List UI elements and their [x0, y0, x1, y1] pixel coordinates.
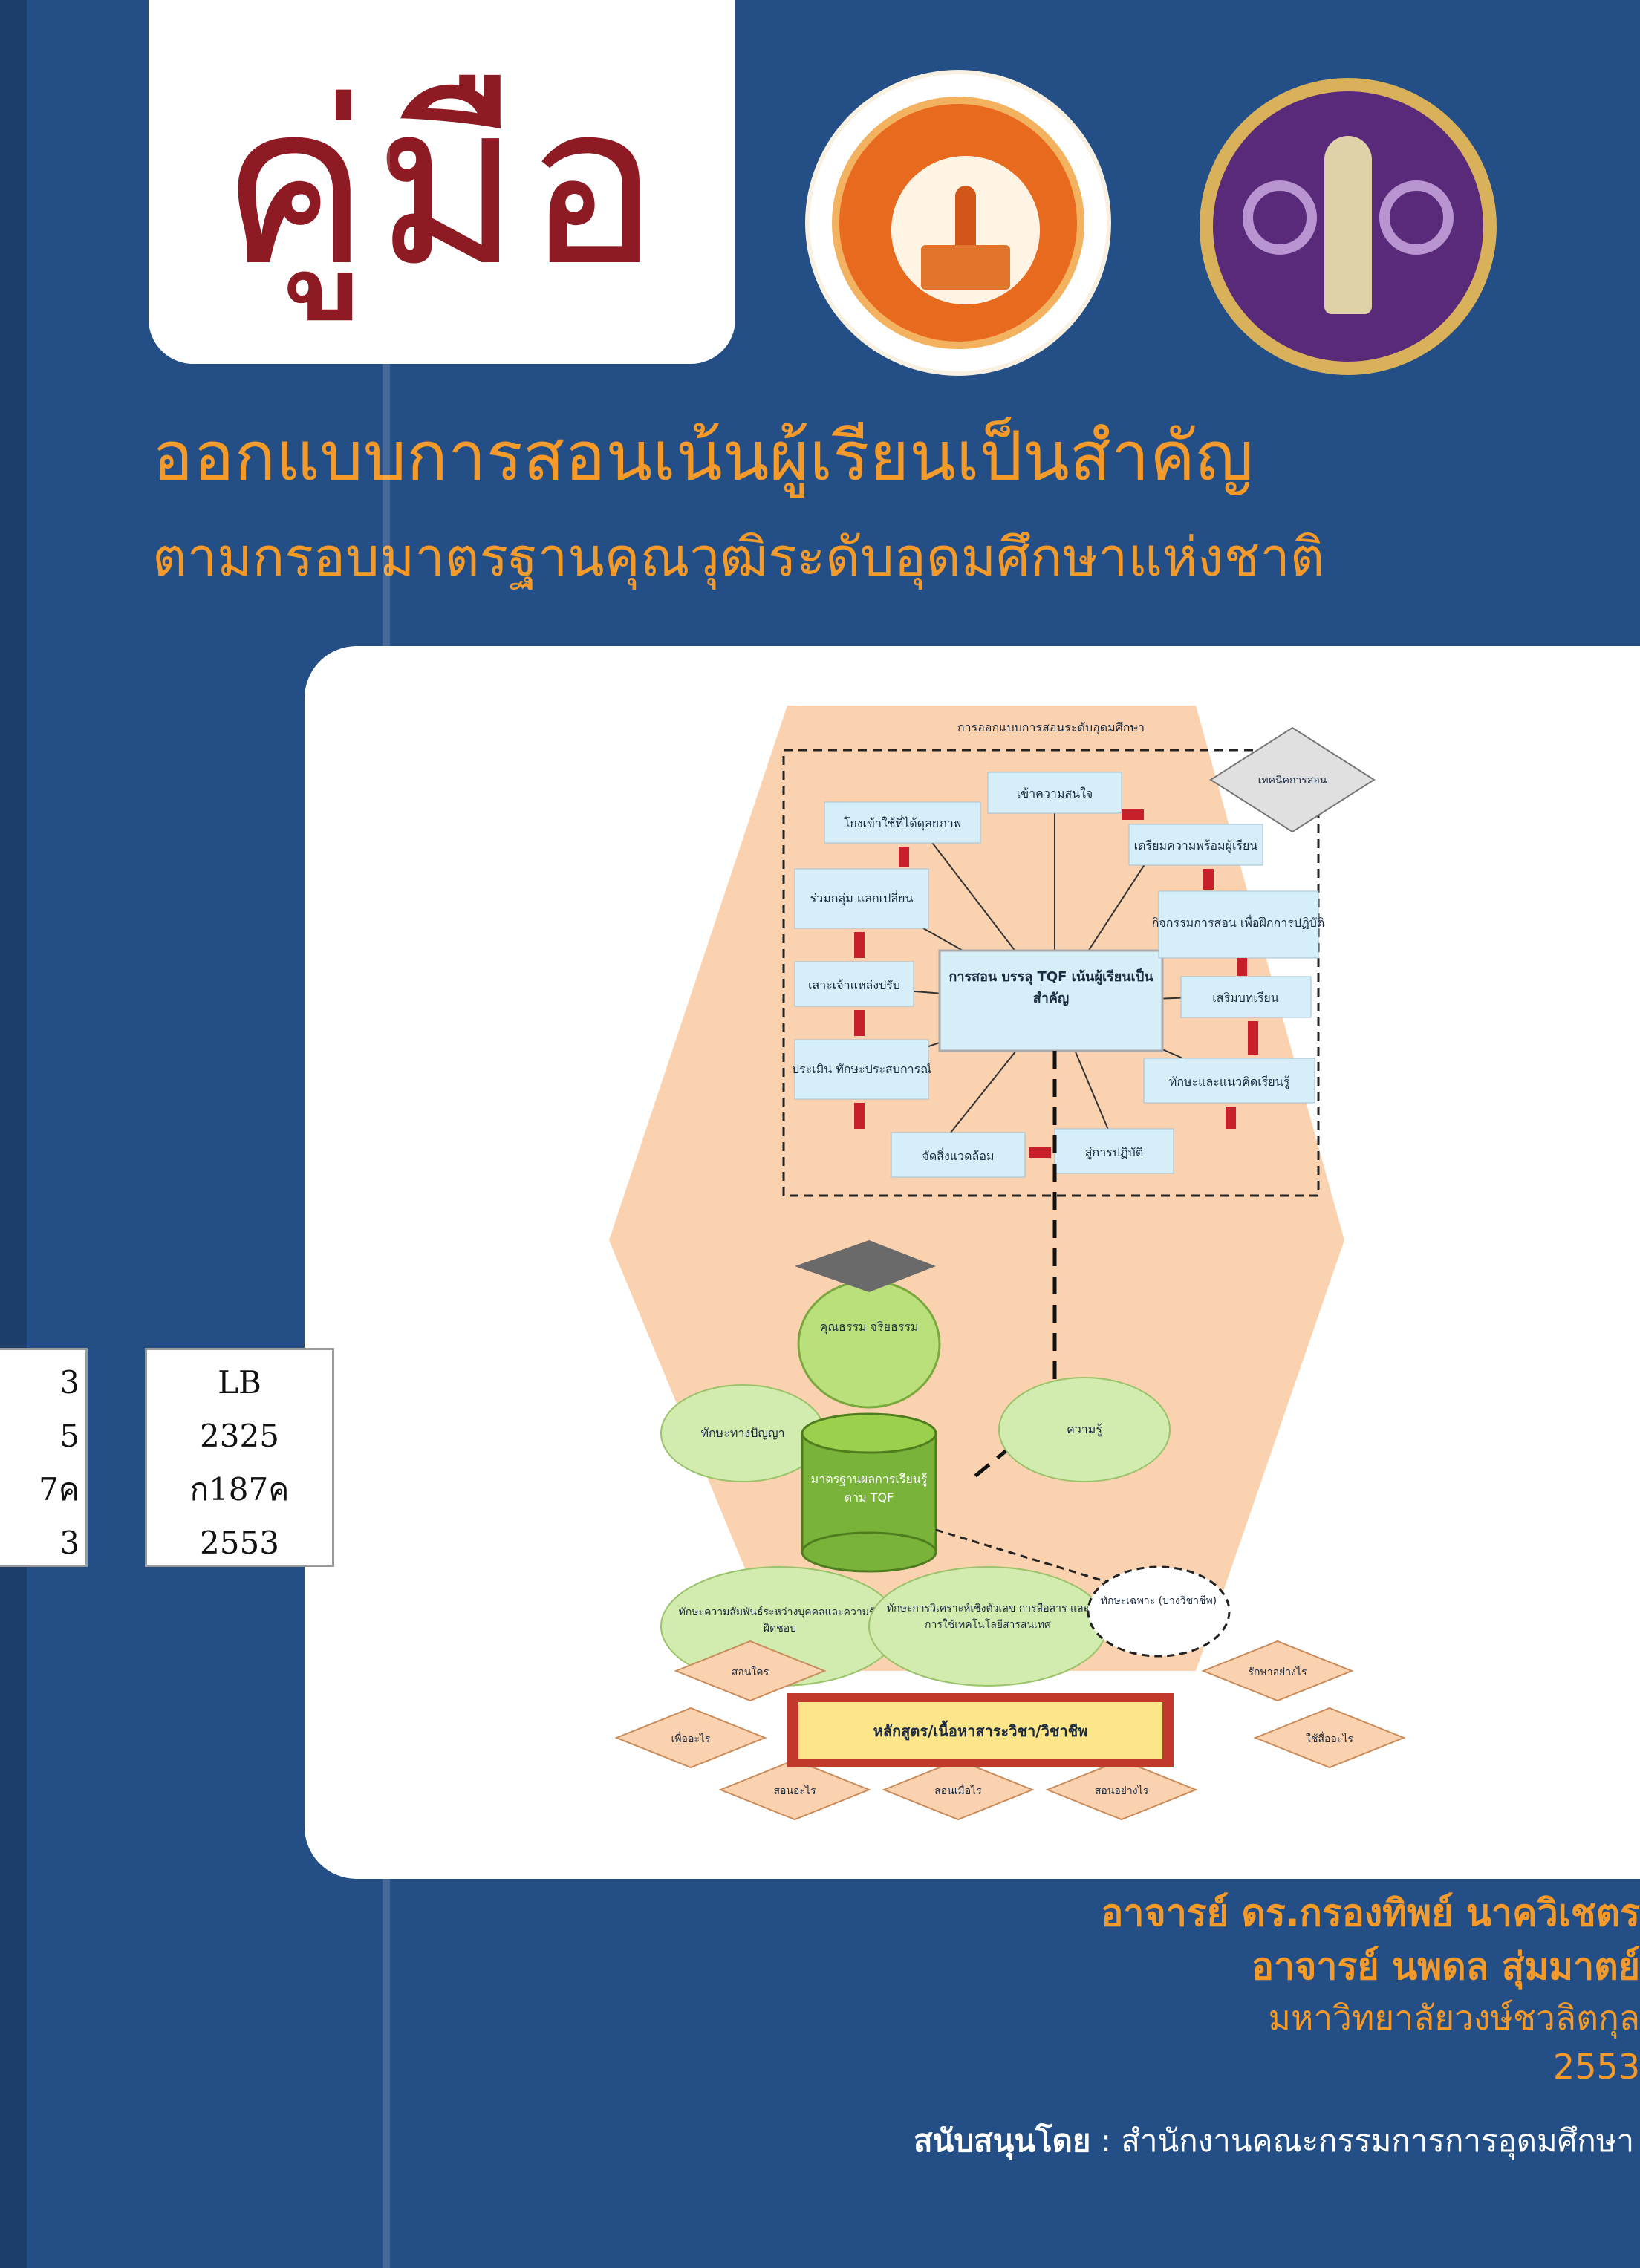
center-label: การสอน บรรลุ TQF เน้นผู้เรียนเป็นสำคัญ	[948, 969, 1153, 1006]
cycle-node: สู่การปฏิบัติ	[1085, 1145, 1143, 1160]
author-block: อาจารย์ ดร.กรองทิพย์ นาควิเชตร อาจารย์ น…	[817, 1886, 1640, 2091]
learner-head-label: คุณธรรม จริยธรรม	[819, 1320, 919, 1334]
leaf-dashed	[1087, 1565, 1231, 1658]
cycle-node: โยงเข้าใช้ที่ได้ดุลยภาพ	[844, 815, 961, 831]
cycle-arrows	[854, 809, 1258, 1158]
call-number-line: 2553	[200, 1525, 279, 1561]
pavilion-icon	[921, 245, 1010, 290]
diamond-label: เพื่ออะไร	[671, 1732, 711, 1745]
base-label: หลักสูตร/เนื้อหาสาระวิชา/วิชาชีพ	[873, 1720, 1088, 1741]
statue-icon	[955, 186, 976, 252]
learner-body-label: มาตรฐานผลการเรียนรู้ตาม TQF	[810, 1472, 928, 1505]
diamond-label: สอนเมื่อไร	[934, 1784, 982, 1797]
year: 2553	[1552, 2047, 1640, 2087]
library-label-partial: 3 5 7ค 3	[0, 1348, 88, 1567]
subtitle-line-2: ตามกรอบมาตรฐานคุณวุฒิระดับอุดมศึกษาแห่งช…	[152, 526, 1325, 588]
university-logo-ring	[832, 97, 1084, 349]
cycle-node: จัดสิ่งแวดล้อม	[922, 1147, 995, 1163]
partial-line: 7ค	[39, 1471, 79, 1508]
author-1: อาจารย์ ดร.กรองทิพย์ นาควิเชตร	[1101, 1891, 1640, 1935]
cycle-node: เข้าความสนใจ	[1017, 786, 1093, 801]
title-box: คู่มือ	[149, 0, 735, 364]
figure-panel: การออกแบบการสอนระดับอุดมศึกษา เทคนิคการส…	[305, 646, 1640, 1879]
trident-emblem-icon	[1324, 136, 1372, 314]
affiliation: มหาวิทยาลัยวงษ์ชวลิตกุล	[1268, 1998, 1640, 2038]
call-number-line: ก187ค	[189, 1471, 290, 1508]
sponsor-name: สำนักงานคณะกรรมการการอุดมศึกษา	[1121, 2122, 1635, 2159]
ohec-logo	[1200, 78, 1497, 375]
call-number-line: 2325	[200, 1418, 279, 1454]
cycle-node: ทักษะและแนวคิดเรียนรู้	[1169, 1075, 1290, 1089]
base-bar	[798, 1702, 1162, 1759]
diamond-label: ใช้สื่ออะไร	[1306, 1732, 1353, 1745]
sponsor-separator: :	[1090, 2122, 1122, 2159]
leaf-bottom-left-label: ทักษะความสัมพันธ์ระหว่างบุคคลและความรับผ…	[678, 1606, 882, 1635]
leaf-right	[998, 1377, 1171, 1482]
partial-line: 5	[59, 1418, 79, 1454]
swirl-left-icon	[1243, 180, 1317, 255]
diamond-label: สอนอะไร	[773, 1785, 816, 1797]
center-box	[938, 949, 1164, 1052]
diamond-row	[614, 1640, 1406, 1821]
cycle-node: เตรียมความพร้อมผู้เรียน	[1134, 838, 1258, 853]
subtitle-line-1: ออกแบบการสอนเน้นผู้เรียนเป็นสำคัญ	[152, 417, 1254, 496]
cycle-node: เสาะเจ้าแหล่งปรับ	[808, 978, 900, 992]
book-spine	[0, 0, 27, 2268]
university-logo	[810, 74, 1107, 371]
leaf-right-label: ความรู้	[1067, 1422, 1102, 1437]
cycle-node: ประเมิน ทักษะประสบการณ์	[792, 1062, 931, 1076]
partial-line: 3	[59, 1364, 79, 1401]
call-number-line: LB	[218, 1364, 261, 1401]
sponsor-label: สนับสนุนโดย	[914, 2122, 1091, 2159]
fold-highlight	[383, 0, 390, 2268]
author-2: อาจารย์ นพดล สุ่มมาตย์	[1252, 1945, 1640, 1988]
sponsor-line: สนับสนุนโดย : สำนักงานคณะกรรมการการอุดมศ…	[914, 2117, 1640, 2166]
technique-tag-label: เทคนิคการสอน	[1258, 775, 1327, 786]
leaf-bottom-right-label: ทักษะการวิเคราะห์เชิงตัวเลข การสื่อสาร แ…	[886, 1603, 1090, 1631]
diamond-label: สอนใคร	[732, 1666, 769, 1678]
leaf-left-label: ทักษะทางปัญญา	[700, 1426, 784, 1440]
partial-line: 3	[59, 1525, 79, 1561]
cover-title: คู่มือ	[220, 56, 664, 315]
university-logo-core	[891, 156, 1040, 304]
cycle-frame	[782, 749, 1320, 1197]
tqf-diagram: การออกแบบการสอนระดับอุดมศึกษา เทคนิคการส…	[609, 706, 1406, 1821]
cycle-node: ร่วมกลุ่ม แลกเปลี่ยน	[810, 890, 914, 906]
diamond-label: รักษาอย่างไร	[1249, 1666, 1307, 1678]
swirl-right-icon	[1379, 180, 1454, 255]
cycle-node: กิจกรรมการสอน เพื่อฝึกการปฏิบัติ	[1152, 914, 1325, 930]
technique-tag	[1209, 726, 1376, 833]
library-call-number-label: LB 2325 ก187ค 2553	[145, 1348, 334, 1567]
cycle-node: เสริมบทเรียน	[1212, 991, 1279, 1005]
graduation-cap-icon	[795, 1240, 936, 1292]
leaf-dashed-label: ทักษะเฉพาะ (บางวิชาชีพ)	[1100, 1595, 1217, 1607]
cycle-nodes: เข้าความสนใจ เตรียมความพร้อมผู้เรียน กิจ…	[792, 772, 1325, 1178]
diagram-header: การออกแบบการสอนระดับอุดมศึกษา	[957, 720, 1145, 735]
ohec-logo-ring	[1213, 91, 1483, 362]
diamond-label: สอนอย่างไร	[1095, 1785, 1149, 1797]
